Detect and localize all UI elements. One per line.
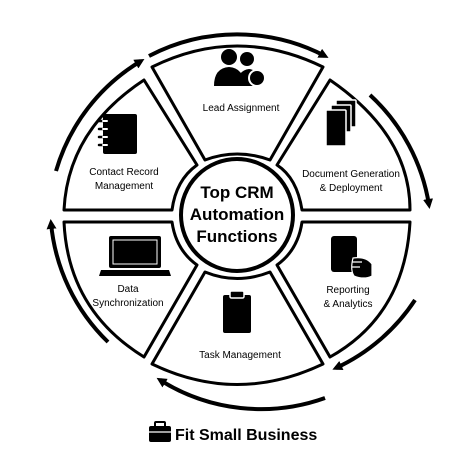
brand-logo: Fit Small Business: [149, 421, 317, 444]
cycle-ring: [46, 32, 433, 412]
center-title-line-3: Functions: [196, 227, 277, 246]
segment-lead-assignment: [150, 44, 325, 162]
cycle-arrow-1: [148, 32, 329, 58]
brand-name: Fit Small Business: [175, 427, 317, 444]
label-data-sync-line-1: Data: [117, 284, 139, 295]
label-reporting-line-1: Reporting: [326, 285, 369, 296]
label-document-generation-line-1: Document Generation: [302, 169, 400, 180]
center-title-line-1: Top CRM: [200, 183, 273, 202]
laptop-icon: [99, 236, 171, 276]
cycle-arrow-4: [156, 377, 326, 412]
clipboard-icon: [223, 290, 251, 333]
label-contact-record-line-2: Management: [95, 181, 154, 192]
label-reporting-line-2: & Analytics: [324, 299, 373, 310]
label-lead-assignment: Lead Assignment: [203, 103, 280, 114]
cycle-arrow-5: [46, 219, 110, 344]
segment-data-synchronization: [62, 220, 199, 359]
tablet-hand-icon: [331, 236, 373, 279]
center-circle: [179, 157, 295, 273]
label-task-management: Task Management: [199, 350, 281, 361]
cycle-arrow-6: [54, 58, 145, 172]
label-data-sync-line-2: Synchronization: [92, 298, 163, 309]
briefcase-icon: [149, 421, 171, 442]
label-document-generation-line-2: & Deployment: [320, 183, 383, 194]
center-title-line-2: Automation: [190, 205, 284, 224]
notebook-icon: [97, 114, 137, 154]
cycle-arrow-3: [332, 298, 417, 371]
segment-reporting-analytics: [275, 220, 412, 359]
segment-labels: Lead Assignment Document Generation & De…: [89, 103, 400, 361]
cycle-arrow-2: [368, 93, 433, 209]
people-group-icon: [214, 49, 266, 87]
label-contact-record-line-1: Contact Record: [89, 167, 158, 178]
center-hub: Top CRM Automation Functions: [179, 157, 295, 273]
documents-stack-icon: [325, 99, 357, 147]
